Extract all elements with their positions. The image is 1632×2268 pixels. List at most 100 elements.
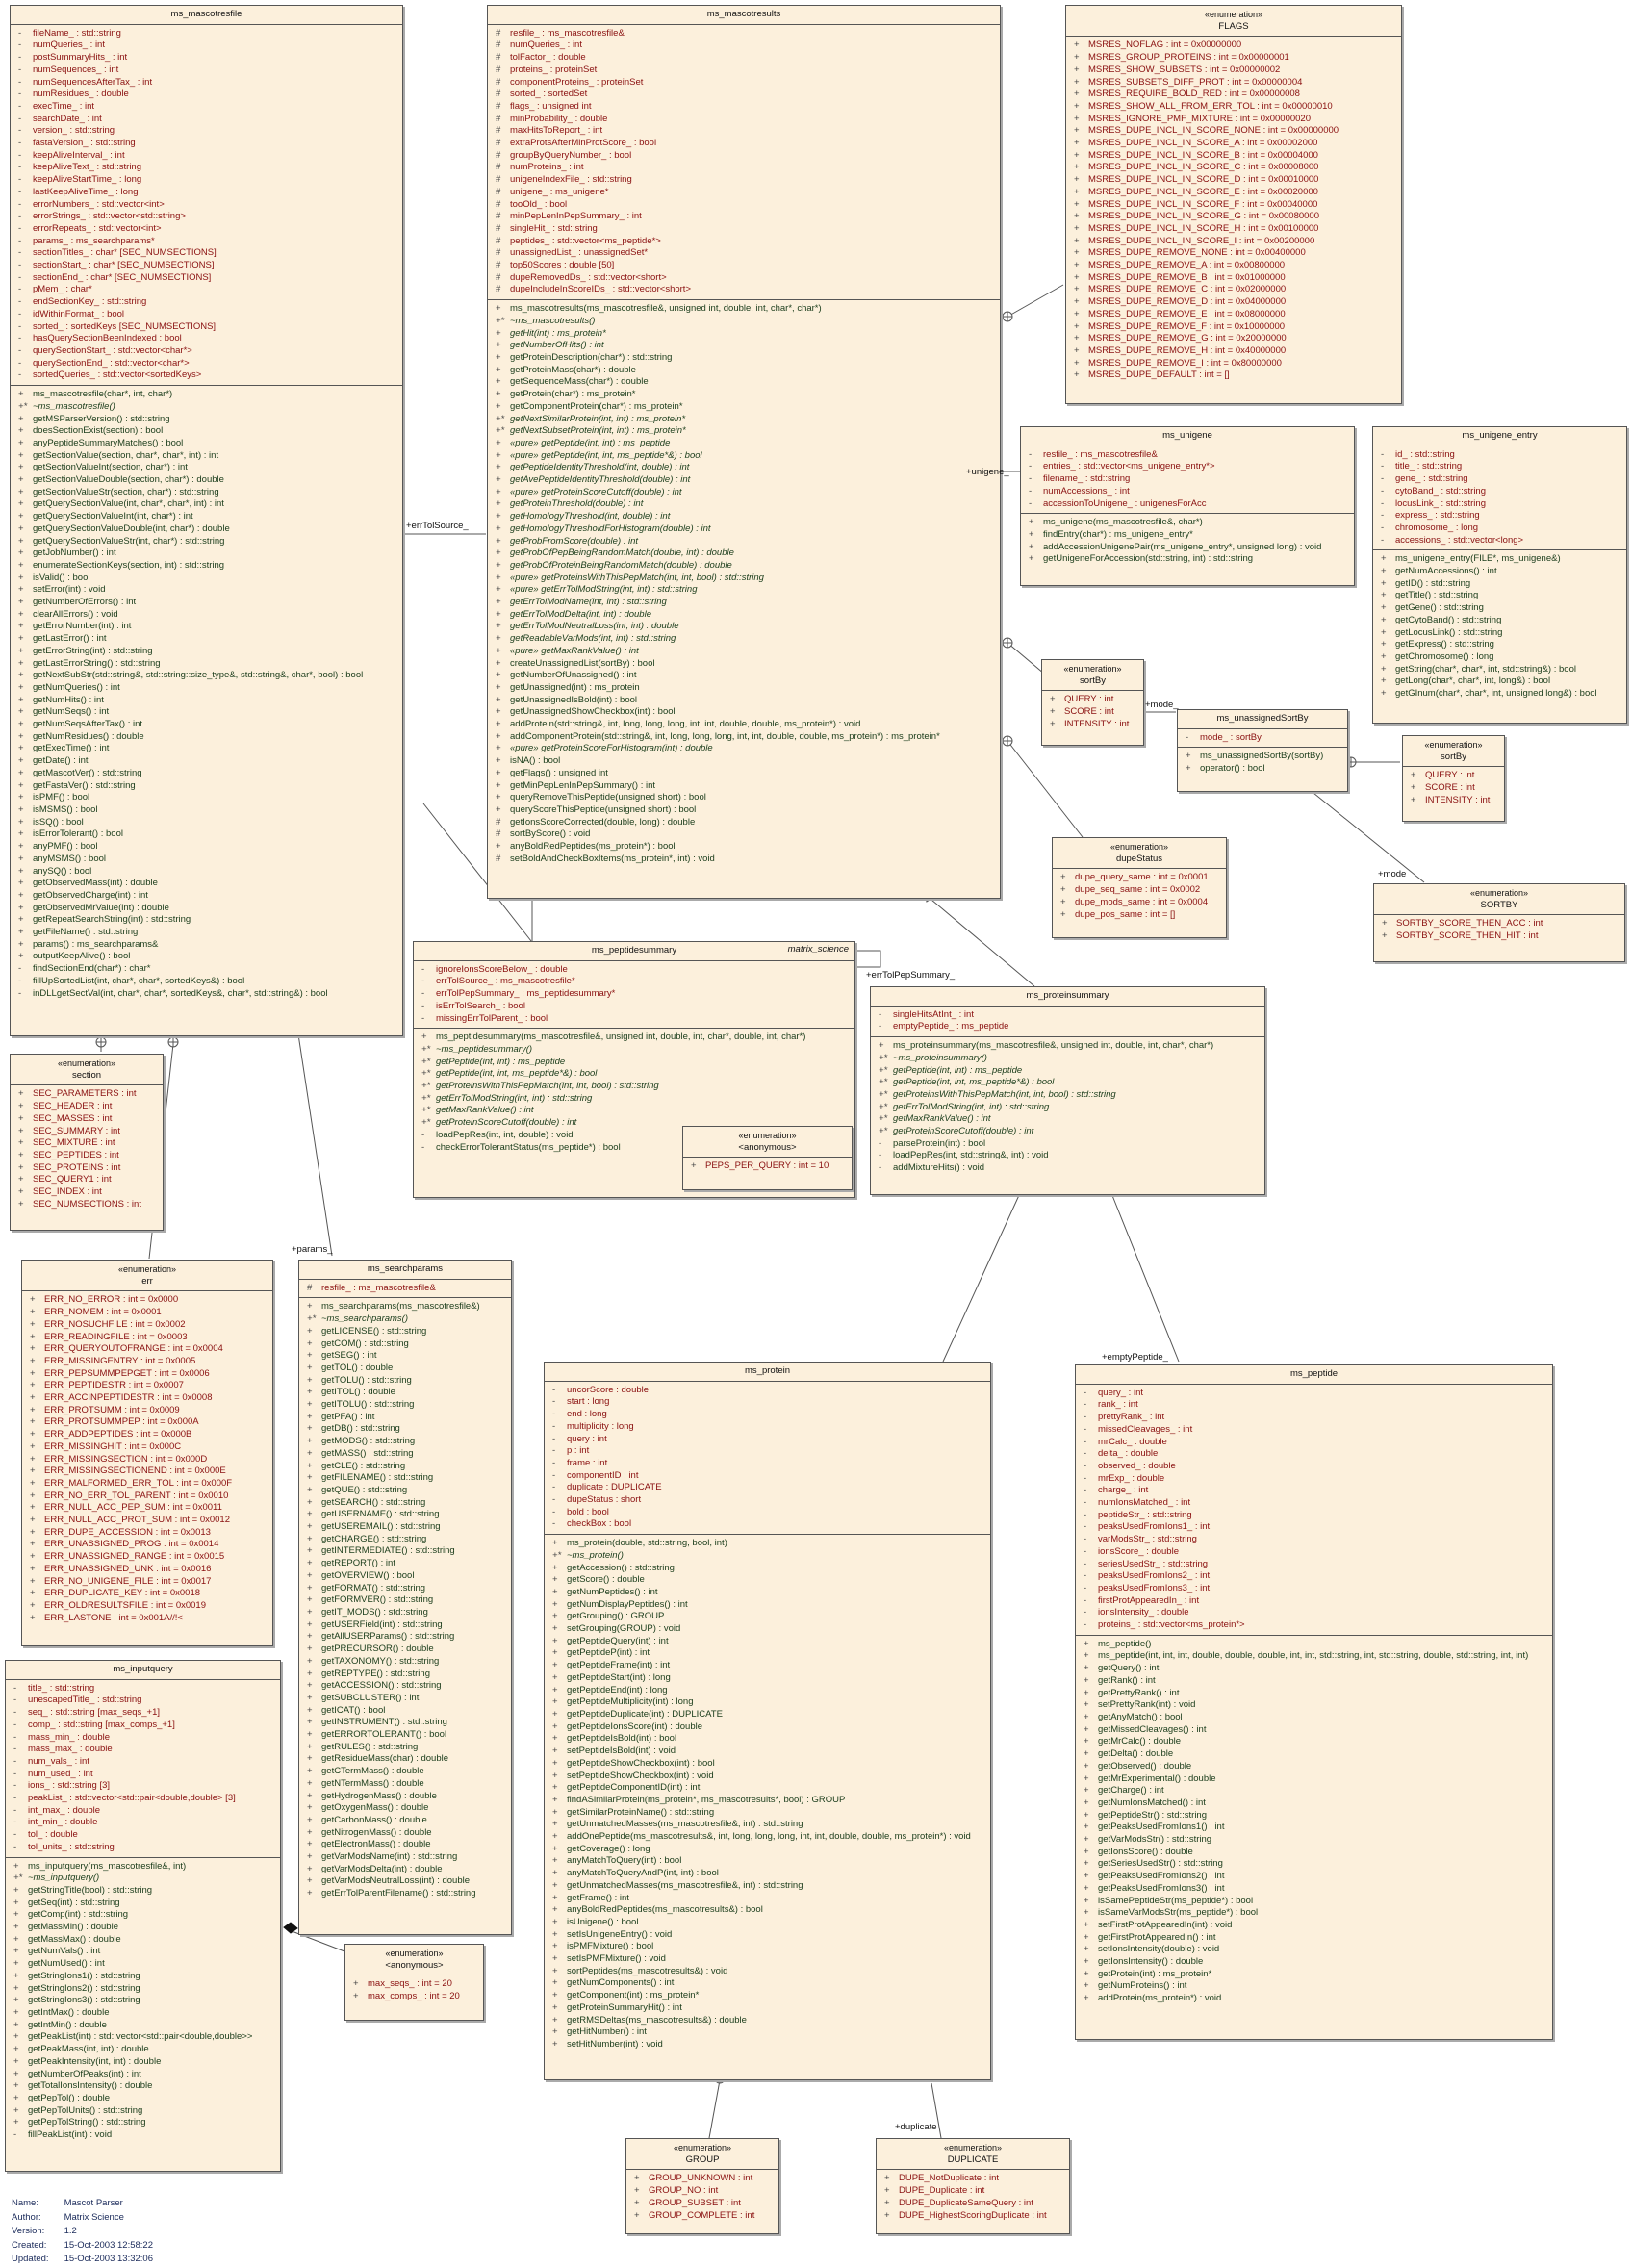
visibility-marker: # <box>496 186 501 197</box>
member-text: getStringTitle(bool) : std::string <box>28 1884 153 1896</box>
operation-row: +getErrTolModName(int, int) : std::strin… <box>496 597 994 609</box>
member-text: MSRES_GROUP_PROTEINS : int = 0x00000001 <box>1088 52 1289 64</box>
member-text: anyMatchToQuery(int) : bool <box>567 1855 682 1867</box>
member-text: getProteinsWithThisPepMatch(int, int, bo… <box>436 1081 659 1092</box>
operation-row: +getREPORT() : int <box>307 1558 505 1570</box>
visibility-marker: # <box>496 174 501 186</box>
member-text: getUnassignedShowCheckbox(int) : bool <box>510 706 676 718</box>
member-text: ERR_NULL_ACC_PROT_SUM : int = 0x0012 <box>44 1515 230 1526</box>
visibility-marker: + <box>552 1977 558 1989</box>
visibility-marker: - <box>18 320 22 332</box>
member-text: MSRES_DUPE_REMOVE_NONE : int = 0x0040000… <box>1088 247 1306 259</box>
operation-row: +«pure» getProteinsWithThisPepMatch(int,… <box>496 573 994 585</box>
visibility-marker: + <box>552 1598 558 1610</box>
stereotype-label: «enumeration» <box>1204 10 1263 19</box>
member-text: loadPepRes(int, int, double) : void <box>436 1129 574 1140</box>
member-text: getErrTolModNeutralLoss(int, int) : doub… <box>510 621 679 632</box>
operation-row: +getUSEREMAIL() : std::string <box>307 1521 505 1534</box>
attribute-row: -int_min_ : double <box>13 1817 274 1829</box>
member-text: getNumSeqs() : int <box>33 706 110 718</box>
member-text: ERR_NO_UNIGENE_FILE : int = 0x0017 <box>44 1575 212 1587</box>
enum-literals: +QUERY : int+SCORE : int+INTENSITY : int <box>1403 767 1504 809</box>
operation-row: +getPeaksUsedFromIons2() : int <box>1084 1871 1546 1883</box>
visibility-marker: + <box>18 914 24 926</box>
visibility-marker: + <box>13 1982 19 1994</box>
visibility-marker: # <box>496 235 501 246</box>
visibility-marker: + <box>634 2185 640 2197</box>
member-text: errorStrings_ : std::vector<std::string> <box>33 211 186 222</box>
visibility-marker: + <box>18 1101 24 1112</box>
role-label-params: +params_ <box>292 1244 333 1255</box>
member-text: getQuerySectionValueStr(int, char*) : st… <box>33 535 225 547</box>
visibility-marker: + <box>1074 222 1080 234</box>
visibility-marker: + <box>1074 284 1080 295</box>
operation-row: +getDelta() : double <box>1084 1748 1546 1761</box>
visibility-marker: - <box>1029 461 1033 472</box>
attribute-row: -varModsStr_ : std::string <box>1084 1534 1546 1546</box>
operation-row: +getStringTitle(bool) : std::string <box>13 1885 274 1898</box>
visibility-marker: + <box>1084 1858 1089 1870</box>
operation-row: +ms_searchparams(ms_mascotresfile&) <box>307 1301 505 1313</box>
member-text: MSRES_IGNORE_PMF_MIXTURE : int = 0x00000… <box>1088 113 1311 124</box>
member-text: getIonsIntensity() : double <box>1098 1956 1204 1968</box>
attribute-row: -query_ : int <box>1084 1388 1546 1400</box>
metadata-value: 15-Oct-2003 12:58:22 <box>64 2239 153 2251</box>
visibility-marker: + <box>30 1502 36 1514</box>
stereotype-label: «enumeration» <box>1063 664 1122 674</box>
visibility-marker: + <box>1084 1895 1089 1906</box>
member-text: numProteins_ : int <box>510 162 584 173</box>
visibility-marker: # <box>496 125 501 137</box>
attribute-row: -numSequences_ : int <box>18 64 396 77</box>
enum-literals: +QUERY : int+SCORE : int+INTENSITY : int <box>1042 691 1143 733</box>
member-text: anyPMF() : bool <box>33 841 98 853</box>
visibility-marker: # <box>496 816 501 828</box>
operation-row: +getPeptideComponentID(int) : int <box>552 1782 984 1795</box>
member-text: getObservedMass(int) : double <box>33 878 158 889</box>
member-text: tooOld_ : bool <box>510 198 568 210</box>
enum-literal: +DUPE_NotDuplicate : int <box>884 2173 1063 2185</box>
visibility-marker: - <box>18 162 22 173</box>
visibility-marker: + <box>1084 1711 1089 1722</box>
operation-row: +getRank() : int <box>1084 1675 1546 1688</box>
member-text: getProteinsWithThisPepMatch(int, int, bo… <box>893 1088 1116 1100</box>
visibility-marker: +* <box>421 1117 431 1129</box>
member-text: getNumResidues() : double <box>33 730 144 742</box>
member-text: findASimilarProtein(ms_protein*, ms_masc… <box>567 1794 846 1805</box>
role-label-emptypeptide: +emptyPeptide_ <box>1102 1352 1168 1363</box>
member-text: isMSMS() : bool <box>33 804 98 815</box>
member-text: MSRES_SHOW_SUBSETS : int = 0x00000002 <box>1088 64 1281 75</box>
member-text: chromosome_ : long <box>1395 522 1479 533</box>
visibility-marker: + <box>18 389 24 400</box>
visibility-marker: + <box>552 1671 558 1683</box>
visibility-marker: + <box>496 694 501 705</box>
class-title: «enumeration»section <box>11 1055 163 1086</box>
visibility-marker: + <box>30 1575 36 1587</box>
enum-literal: +SEC_PARAMETERS : int <box>18 1088 157 1101</box>
visibility-marker: - <box>879 1137 882 1149</box>
visibility-marker: # <box>496 284 501 295</box>
class-name: ms_mascotresults <box>706 9 781 19</box>
member-text: keepAliveText_ : std::string <box>33 162 141 173</box>
member-text: getCLE() : std::string <box>321 1460 406 1471</box>
visibility-marker: + <box>1074 235 1080 246</box>
visibility-marker: - <box>1084 1558 1087 1569</box>
member-text: SEC_NUMSECTIONS : int <box>33 1198 141 1210</box>
enum-literals: +SEC_PARAMETERS : int+SEC_HEADER : int+S… <box>11 1085 163 1213</box>
visibility-marker: + <box>18 804 24 815</box>
visibility-marker: + <box>496 755 501 767</box>
visibility-marker: + <box>307 1644 313 1655</box>
operation-row: +params() : ms_searchparams& <box>18 939 396 952</box>
visibility-marker: - <box>1084 1570 1087 1582</box>
member-text: setError(int) : void <box>33 584 106 596</box>
operation-row: +*getPeptide(int, int) : ms_peptide <box>879 1065 1259 1078</box>
member-text: addComponentProtein(std::string&, int, l… <box>510 730 940 742</box>
member-text: accessions_ : std::vector<long> <box>1395 534 1524 546</box>
member-text: getMASS() : std::string <box>321 1447 414 1459</box>
member-text: getFILENAME() : std::string <box>321 1472 434 1484</box>
member-text: getVarModsDelta(int) : double <box>321 1863 443 1874</box>
member-text: setIsPMFMixture() : void <box>567 1953 666 1965</box>
member-text: ERR_DUPE_ACCESSION : int = 0x0013 <box>44 1526 211 1538</box>
member-text: tolFactor_ : double <box>510 52 586 64</box>
member-text: num_vals_ : int <box>28 1755 89 1767</box>
visibility-marker: - <box>18 52 22 64</box>
